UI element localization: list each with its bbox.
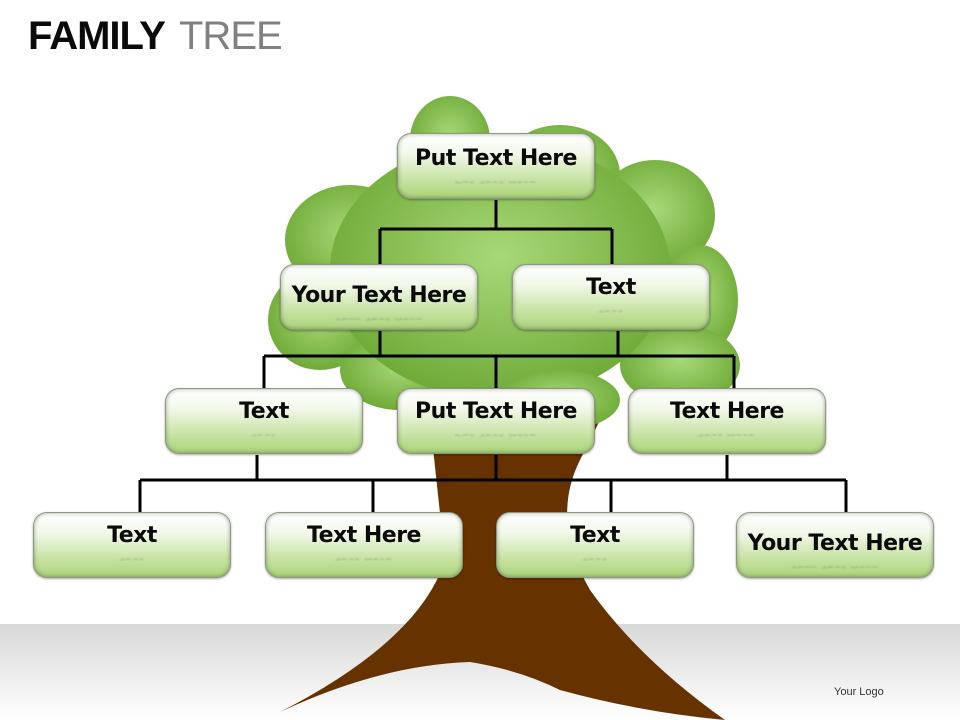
tree-node-root[interactable]: Put Text Here Put Text Here [397, 133, 595, 199]
node-label: Put Text Here [415, 146, 577, 171]
node-reflection: Text [119, 557, 145, 561]
node-reflection: Text Here [335, 557, 393, 561]
node-label: Your Text Here [747, 531, 923, 556]
node-reflection: Your Text Here [334, 317, 424, 321]
tree-node-l2-2[interactable]: Text Text [512, 264, 710, 330]
tree-node-l3-3[interactable]: Text Here Text Here [628, 388, 826, 454]
node-label: Your Text Here [291, 283, 467, 308]
title-light: TREE [179, 14, 283, 58]
tree-node-l4-1[interactable]: Text Text [33, 512, 231, 578]
node-reflection: Put Text Here [455, 433, 537, 437]
node-reflection: Text [251, 433, 277, 437]
tree-node-l2-1[interactable]: Your Text Here Your Text Here [280, 264, 478, 330]
node-label: Text [239, 399, 289, 424]
node-label: Text [107, 523, 157, 548]
tree-node-l4-4[interactable]: Your Text Here Your Text Here [736, 512, 934, 578]
node-label: Text Here [670, 399, 784, 424]
tree-node-l3-1[interactable]: Text Text [165, 388, 363, 454]
node-label: Text Here [307, 523, 421, 548]
node-reflection: Text [582, 557, 608, 561]
tree-node-l3-2[interactable]: Put Text Here Put Text Here [397, 388, 595, 454]
logo-placeholder: Your Logo [834, 686, 884, 698]
node-reflection: Text [598, 309, 624, 313]
tree-node-l4-3[interactable]: Text Text [496, 512, 694, 578]
tree-node-l4-2[interactable]: Text Here Text Here [265, 512, 463, 578]
node-reflection: Your Text Here [790, 565, 880, 569]
node-reflection: Text Here [698, 433, 756, 437]
connector-lines [138, 200, 848, 512]
title-bold: FAMILY [28, 14, 166, 58]
node-label: Text [586, 275, 636, 300]
node-label: Text [570, 523, 620, 548]
node-reflection: Put Text Here [455, 180, 537, 184]
page-title: FAMILY TREE [28, 14, 283, 59]
node-label: Put Text Here [415, 399, 577, 424]
